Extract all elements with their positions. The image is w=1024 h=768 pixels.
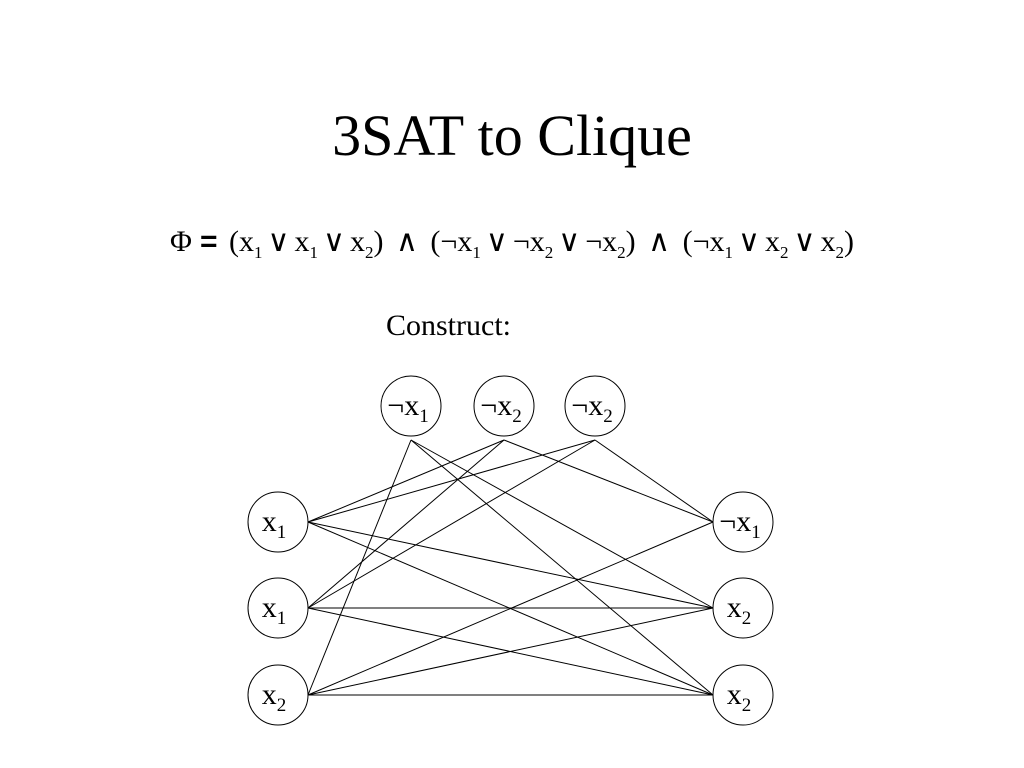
- or-operator: ∨: [267, 225, 290, 258]
- or-operator: ∨: [738, 225, 760, 258]
- graph-edge-c1b-c2b: [307, 439, 505, 609]
- formula-literal: x2: [349, 225, 374, 262]
- graph-node-circle: [712, 491, 774, 553]
- graph-node-label: x1: [262, 591, 287, 629]
- graph-node-circle: [712, 577, 774, 639]
- graph-edge-c2a-c3b: [410, 439, 714, 609]
- graph-edge-c2c-c3a: [594, 439, 714, 523]
- or-operator: ∨: [485, 225, 508, 258]
- graph-node-circle: [564, 375, 626, 437]
- graph-node-c1b: x1: [247, 577, 309, 639]
- formula-literal: x2: [820, 225, 844, 262]
- slide-title: 3SAT to Clique: [332, 103, 692, 168]
- graph-node-c2c: ¬x2: [564, 375, 626, 437]
- formula-equals: =: [199, 225, 218, 258]
- or-operator: ∨: [558, 225, 581, 258]
- graph-node-circle: [712, 664, 774, 726]
- graph-edge-c1c-c3a: [307, 521, 714, 696]
- graph-node-circle: [247, 577, 309, 639]
- formula-literal: ¬x2: [585, 225, 626, 262]
- graph-edge-c1a-c3b: [307, 521, 714, 609]
- graph-edge-c1b-c2c: [307, 439, 596, 609]
- graph-node-label: x1: [262, 505, 287, 543]
- and-operator: ∧: [648, 225, 671, 258]
- graph-edges: [307, 439, 714, 696]
- graph-node-label: x2: [727, 678, 752, 716]
- graph-nodes: ¬x1 ¬x2 ¬x2 x1 x1 x2 ¬x1 x2 x2: [247, 375, 774, 726]
- formula-literal: ¬x2: [512, 225, 554, 262]
- graph-node-circle: [247, 664, 309, 726]
- graph-edge-c2a-c3c: [410, 439, 714, 696]
- formula-lhs: Φ: [170, 225, 192, 258]
- graph-node-c3a: ¬x1: [712, 491, 774, 553]
- construct-label: Construct:: [386, 309, 511, 342]
- graph-node-c2a: ¬x1: [380, 375, 442, 437]
- formula-literal: x2: [764, 225, 789, 262]
- or-operator: ∨: [793, 225, 816, 258]
- graph-node-circle: [380, 375, 442, 437]
- graph-edge-c1a-c2b: [307, 439, 505, 523]
- graph-node-label: x2: [727, 591, 752, 629]
- and-operator: ∧: [395, 225, 418, 258]
- graph-edge-c1c-c3b: [307, 607, 714, 696]
- formula-literal: ¬x1: [692, 225, 734, 262]
- or-operator: ∨: [322, 225, 345, 258]
- graph-node-c1c: x2: [247, 664, 309, 726]
- graph-node-label: ¬x2: [571, 389, 612, 427]
- graph-node-c3b: x2: [712, 577, 774, 639]
- graph-node-circle: [473, 375, 535, 437]
- graph-node-circle: [247, 491, 309, 553]
- graph-edge-c1a-c2c: [307, 439, 596, 523]
- graph-edge-c1c-c2a: [307, 439, 412, 696]
- graph-node-label: ¬x1: [387, 389, 428, 427]
- graph-node-c1a: x1: [247, 491, 309, 553]
- graph-node-label: x2: [262, 678, 287, 716]
- graph-edge-c2b-c3a: [503, 439, 714, 523]
- graph-node-label: ¬x1: [719, 505, 760, 543]
- graph-node-label: ¬x2: [480, 389, 521, 427]
- formula-literal: x1: [294, 225, 318, 262]
- graph-node-c2b: ¬x2: [473, 375, 535, 437]
- graph-node-c3c: x2: [712, 664, 774, 726]
- formula: Φ= (x1∨x1∨x2) ∧ (¬x1∨¬x2∨¬x2) ∧ (¬x1∨x2∨…: [170, 225, 854, 262]
- formula-literal: x1: [239, 225, 263, 262]
- formula-literal: ¬x1: [440, 225, 481, 262]
